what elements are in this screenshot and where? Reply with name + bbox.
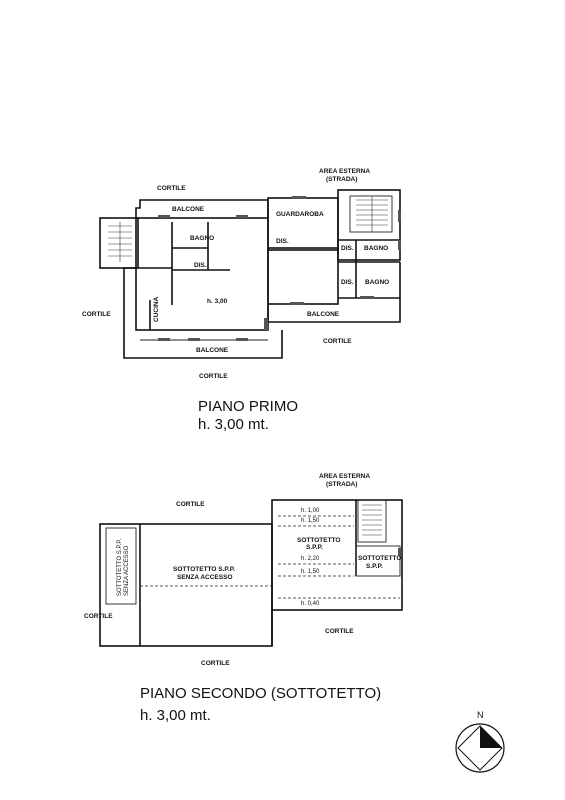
first-floor-plan: CORTILE AREA ESTERNA (STRADA) BALCONE GU… bbox=[82, 168, 401, 433]
sottotetto-side-2: SENZA ACCESSO bbox=[124, 545, 130, 596]
second-floor-plan: AREA ESTERNA (STRADA) CORTILE h. 1,00 h.… bbox=[84, 473, 403, 724]
right-stair-steps bbox=[356, 196, 388, 232]
right-room bbox=[267, 247, 339, 305]
cortile-bottom-label-2: CORTILE bbox=[201, 660, 230, 667]
first-floor-windows bbox=[158, 196, 401, 341]
balcone-bottom-label: BALCONE bbox=[196, 347, 229, 354]
right-staircase bbox=[349, 195, 393, 233]
strada-label: (STRADA) bbox=[326, 176, 357, 183]
room-height-label: h. 3,00 bbox=[207, 298, 228, 305]
cucina-label: CUCINA bbox=[153, 296, 160, 322]
cortile-left-label: CORTILE bbox=[82, 311, 111, 318]
dis-right-bottom-label: DIS. bbox=[341, 279, 354, 286]
balcone-top-label: BALCONE bbox=[172, 206, 205, 213]
stair-2-steps bbox=[362, 504, 382, 536]
sottotetto-main-2: SENZA ACCESSO bbox=[177, 574, 233, 581]
right-service-block bbox=[337, 189, 401, 261]
sottotetto-mid-2: S.P.P. bbox=[306, 544, 323, 551]
area-esterna-label: AREA ESTERNA bbox=[319, 168, 370, 175]
bagno-right-bottom-label: BAGNO bbox=[365, 279, 389, 286]
dis-right-top-label: DIS. bbox=[341, 245, 354, 252]
bagno-right-top-label: BAGNO bbox=[364, 245, 388, 252]
left-stair-steps bbox=[108, 222, 132, 262]
strada-label-2: (STRADA) bbox=[326, 481, 357, 488]
bottom-balcony-outline bbox=[123, 267, 283, 359]
second-floor-title: PIANO SECONDO (SOTTOTETTO) bbox=[140, 685, 381, 702]
guardaroba-label: GUARDAROBA bbox=[276, 211, 324, 218]
h150a-label: h. 1,50 bbox=[301, 518, 320, 524]
sottotetto-right-1: SOTTOTETTO bbox=[358, 555, 401, 562]
cortile-right-label-2: CORTILE bbox=[325, 628, 354, 635]
sottotetto-mid-1: SOTTOTETTO bbox=[297, 537, 340, 544]
bagno-left-label: BAGNO bbox=[190, 235, 214, 242]
second-floor-height: h. 3,00 mt. bbox=[140, 707, 211, 724]
h100-label: h. 1,00 bbox=[301, 508, 320, 514]
cortile-right-label: CORTILE bbox=[323, 338, 352, 345]
right-balcony-outline bbox=[267, 262, 401, 323]
area-esterna-label-2: AREA ESTERNA bbox=[319, 473, 370, 480]
dis-left-label: DIS. bbox=[194, 262, 207, 269]
left-staircase bbox=[99, 217, 139, 269]
north-compass-icon: N bbox=[455, 710, 505, 773]
right-attic-small bbox=[355, 545, 401, 577]
cortile-left-label-2: CORTILE bbox=[84, 613, 113, 620]
dis-center-label: DIS. bbox=[276, 238, 289, 245]
cortile-top-label-2: CORTILE bbox=[176, 501, 205, 508]
first-floor-height: h. 3,00 mt. bbox=[198, 416, 269, 433]
sottotetto-main-1: SOTTOTETTO S.P.P. bbox=[173, 566, 235, 573]
sottotetto-right-2: S.P.P. bbox=[366, 563, 383, 570]
right-attic-block bbox=[271, 499, 403, 611]
cortile-bottom-label: CORTILE bbox=[199, 373, 228, 380]
side-attic-box bbox=[105, 527, 137, 605]
first-floor-title: PIANO PRIMO bbox=[198, 398, 298, 415]
cortile-top-label: CORTILE bbox=[157, 185, 186, 192]
sottotetto-side-1: SOTTOTETTO S.P.P. bbox=[117, 538, 123, 596]
north-label: N bbox=[477, 710, 484, 720]
stair-2 bbox=[357, 499, 387, 543]
h220-label: h. 2,20 bbox=[301, 556, 320, 562]
h150b-label: h. 1,50 bbox=[301, 569, 320, 575]
balcone-right-label: BALCONE bbox=[307, 311, 340, 318]
h040-label: h. 0,40 bbox=[301, 601, 320, 607]
